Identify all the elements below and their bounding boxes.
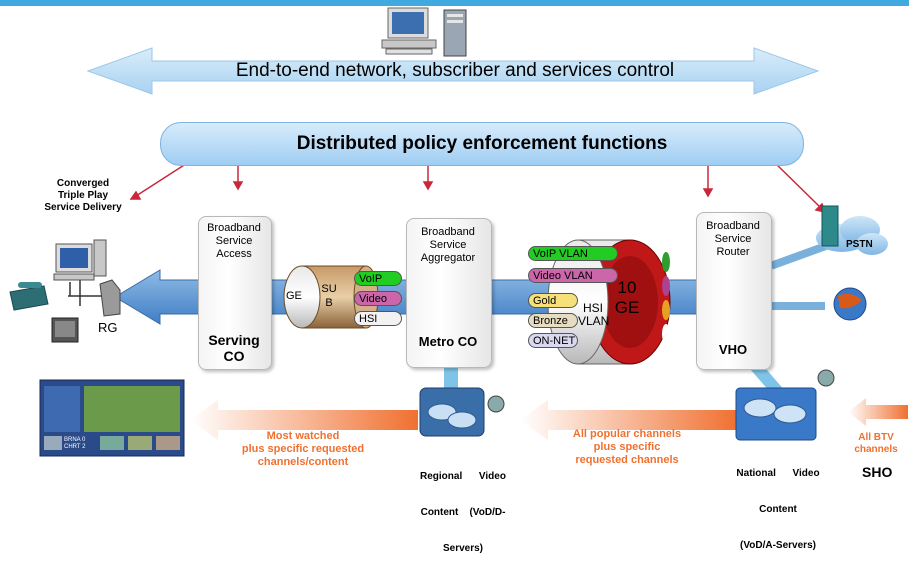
national-line: (VoD/A-Servers) [740,540,816,551]
sub-label-line: SU [321,283,337,295]
rg-device-icon [99,279,121,317]
aggregator-title-line: Aggregator [420,252,476,264]
orange-arrow-middle [520,400,738,440]
caption-line: plus specific requested [241,443,365,455]
bsa-site-line: CO [223,348,245,364]
pill-hsi: HSI [354,311,402,326]
aggregator-site: Metro CO [418,334,478,349]
management-server-icon [443,9,467,57]
hsi-vlan-line: VLAN [578,314,610,328]
tv-scoreboard: BRNA 0 CHRT 2 [64,437,85,451]
pstn-cloud [816,205,888,255]
home-pc-icon [53,239,107,281]
bsa-site-line: Serving [208,332,260,348]
policy-bar: Distributed policy enforcement functions [160,122,804,166]
converged-title: Converged Triple Play Service Delivery [22,178,144,214]
sub-label: SU B [318,282,340,310]
aggregator-title-line: Broadband [421,226,475,238]
router-site: VHO [718,342,748,357]
tengig-line: GE [614,298,640,317]
tv-screen-image [39,379,185,457]
converged-title-line: Service Delivery [44,202,122,213]
tengig-line: 10 [617,278,637,297]
aggregator-title-line: Service [429,239,467,251]
regional-line: Content (VoD/D- [420,507,506,518]
pill-voip-vlan: VoIP VLAN [528,246,618,261]
national-caption: National Video Content (VoD/A-Servers) [720,444,836,564]
control-label: End-to-end network, subscriber and servi… [235,60,675,81]
hsi-vlan-label: HSI VLAN [578,301,610,328]
control-double-arrow [86,47,820,95]
bsa-site: Serving CO [198,332,270,364]
aggregator-title: Broadband Service Aggregator [406,226,490,265]
tengig-label: 10 GE [610,278,644,318]
national-content-icon [735,369,835,441]
orange-arrow-right [848,398,908,426]
caption-line: channels/content [257,456,349,468]
pill-video-vlan: Video VLAN [528,268,618,283]
router-title: Broadband Service Router [696,220,770,259]
orange-arrow-left [190,400,418,440]
router-title-line: Router [716,246,750,258]
scoreboard-line: CHRT 2 [64,444,86,450]
bsa-title-line: Broadband [207,222,261,234]
phone-icon [9,282,49,311]
sub-label-line: B [325,297,333,309]
router-title-line: Broadband [706,220,760,232]
management-pc-icon [381,7,437,55]
aggregator-box [406,218,492,368]
regional-line: Regional Video [420,471,506,482]
bsa-title-line: Access [216,248,252,260]
bsa-title-line: Service [215,235,253,247]
top-accent-bar [0,0,909,6]
pill-voip: VoIP [354,271,402,286]
converged-title-line: Triple Play [57,190,109,201]
bsa-box [198,216,272,370]
regional-content-icon [419,387,505,437]
bottom-mid-caption: All popular channels plus specific reque… [536,428,718,467]
router-title-line: Service [714,233,752,245]
caption-line: All popular channels [572,428,682,440]
internet-globe-icon [833,287,867,321]
pill-gold: Gold [528,293,578,308]
hsi-vlan-line: HSI [582,301,603,315]
ge-label: GE [286,290,302,302]
caption-line: plus specific [593,441,661,453]
bottom-left-caption: Most watched plus specific requested cha… [196,430,410,469]
btv-caption: All BTV channels [846,432,906,456]
national-line: National Video [736,468,820,479]
btv-line: channels [854,444,898,455]
bsa-title: Broadband Service Access [198,222,270,261]
policy-label: Distributed policy enforcement functions [296,133,668,154]
regional-line: Servers) [442,543,484,554]
router-box [696,212,772,370]
scoreboard-line: BRNA 0 [64,437,86,443]
pstn-label: PSTN [846,239,873,250]
pill-on-net: ON-NET [528,333,578,348]
sho-label: SHO [862,464,893,480]
national-line: Content [759,504,797,515]
pill-video: Video [354,291,402,306]
tv-icon [51,317,79,343]
caption-line: requested channels [575,454,679,466]
regional-caption: Regional Video Content (VoD/D- Servers) [404,447,522,567]
converged-title-line: Converged [56,178,110,189]
rg-label: RG [98,320,118,335]
caption-line: Most watched [266,430,340,442]
btv-line: All BTV [858,432,894,443]
pill-bronze: Bronze [528,313,578,328]
